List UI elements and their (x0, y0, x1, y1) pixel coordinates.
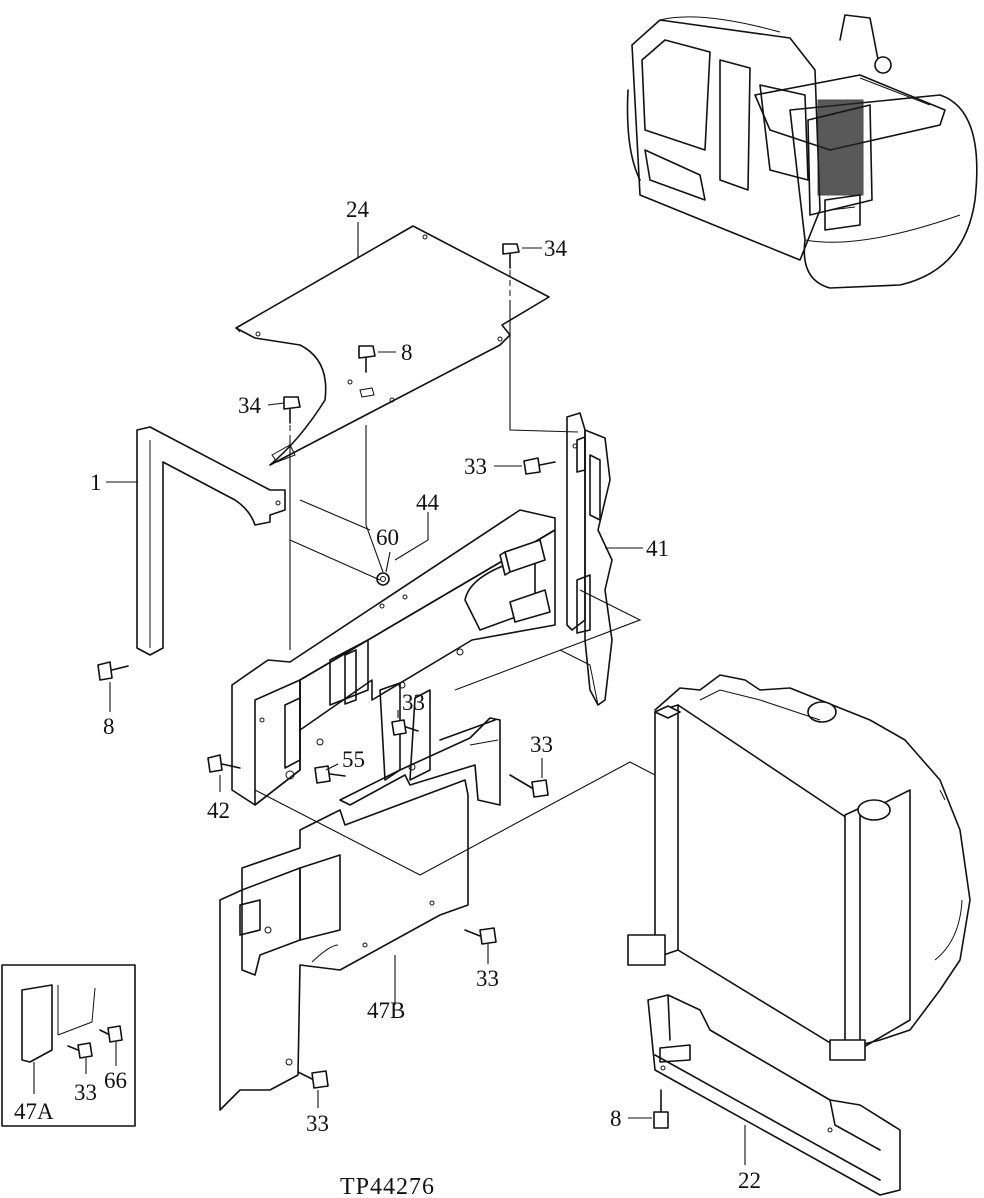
callout-34-left: 34 (238, 393, 262, 418)
callout-33-47b: 33 (476, 966, 499, 991)
top-cover-24 (235, 225, 550, 466)
bolt-33-center (391, 719, 419, 736)
inset-callout-47a: 47A (14, 1099, 54, 1124)
inset-callout-33: 33 (74, 1080, 97, 1105)
callout-42: 42 (207, 798, 230, 823)
callout-leaders (106, 222, 746, 1165)
bolt-33-bottom (297, 1070, 329, 1089)
inset-callout-66: 66 (104, 1068, 127, 1093)
bolt-8-cover (358, 345, 376, 373)
callout-33-right: 33 (530, 732, 553, 757)
inset-47a: 47A 33 66 (1, 964, 136, 1127)
center-panel-44 (231, 509, 556, 806)
bolt-8-frame (97, 661, 129, 681)
bolt-33-right-bracket (509, 774, 549, 798)
lower-shroud-22 (647, 994, 901, 1196)
excavator-locator-view (626, 14, 978, 289)
locator-lines (254, 300, 656, 876)
callout-33-bottom: 33 (306, 1111, 329, 1136)
bolt-34-top-right (502, 243, 520, 300)
callout-1: 1 (90, 470, 102, 495)
callout-8-frame: 8 (103, 714, 115, 739)
bolt-42 (207, 754, 241, 773)
support-frame-1 (136, 426, 286, 656)
callout-24: 24 (346, 197, 370, 222)
lower-bracket (339, 682, 501, 806)
callout-55: 55 (342, 747, 365, 772)
bottom-panel-47b (219, 779, 469, 1111)
callout-33-panel-41: 33 (464, 454, 487, 479)
bolt-33-panel-41 (523, 457, 556, 475)
callout-33-center: 33 (402, 690, 425, 715)
bolt-33-47b (464, 927, 497, 945)
callout-34-top: 34 (544, 236, 568, 261)
side-panel-41 (559, 412, 613, 706)
figure-id: TP44276 (340, 1174, 435, 1198)
callout-8-cover: 8 (401, 340, 413, 365)
callout-60: 60 (376, 525, 399, 550)
callout-44: 44 (416, 490, 440, 515)
callout-47b: 47B (367, 998, 405, 1023)
callout-labels: 24 34 8 34 1 33 44 60 41 8 33 55 33 42 3… (90, 197, 761, 1193)
bolt-34-left (283, 396, 301, 440)
callout-22: 22 (738, 1168, 761, 1193)
radiator-assembly (627, 674, 971, 1061)
nut-60 (376, 572, 390, 586)
bolt-8-shroud (653, 1089, 669, 1129)
callout-8-shroud: 8 (610, 1106, 622, 1131)
callout-41: 41 (646, 536, 669, 561)
